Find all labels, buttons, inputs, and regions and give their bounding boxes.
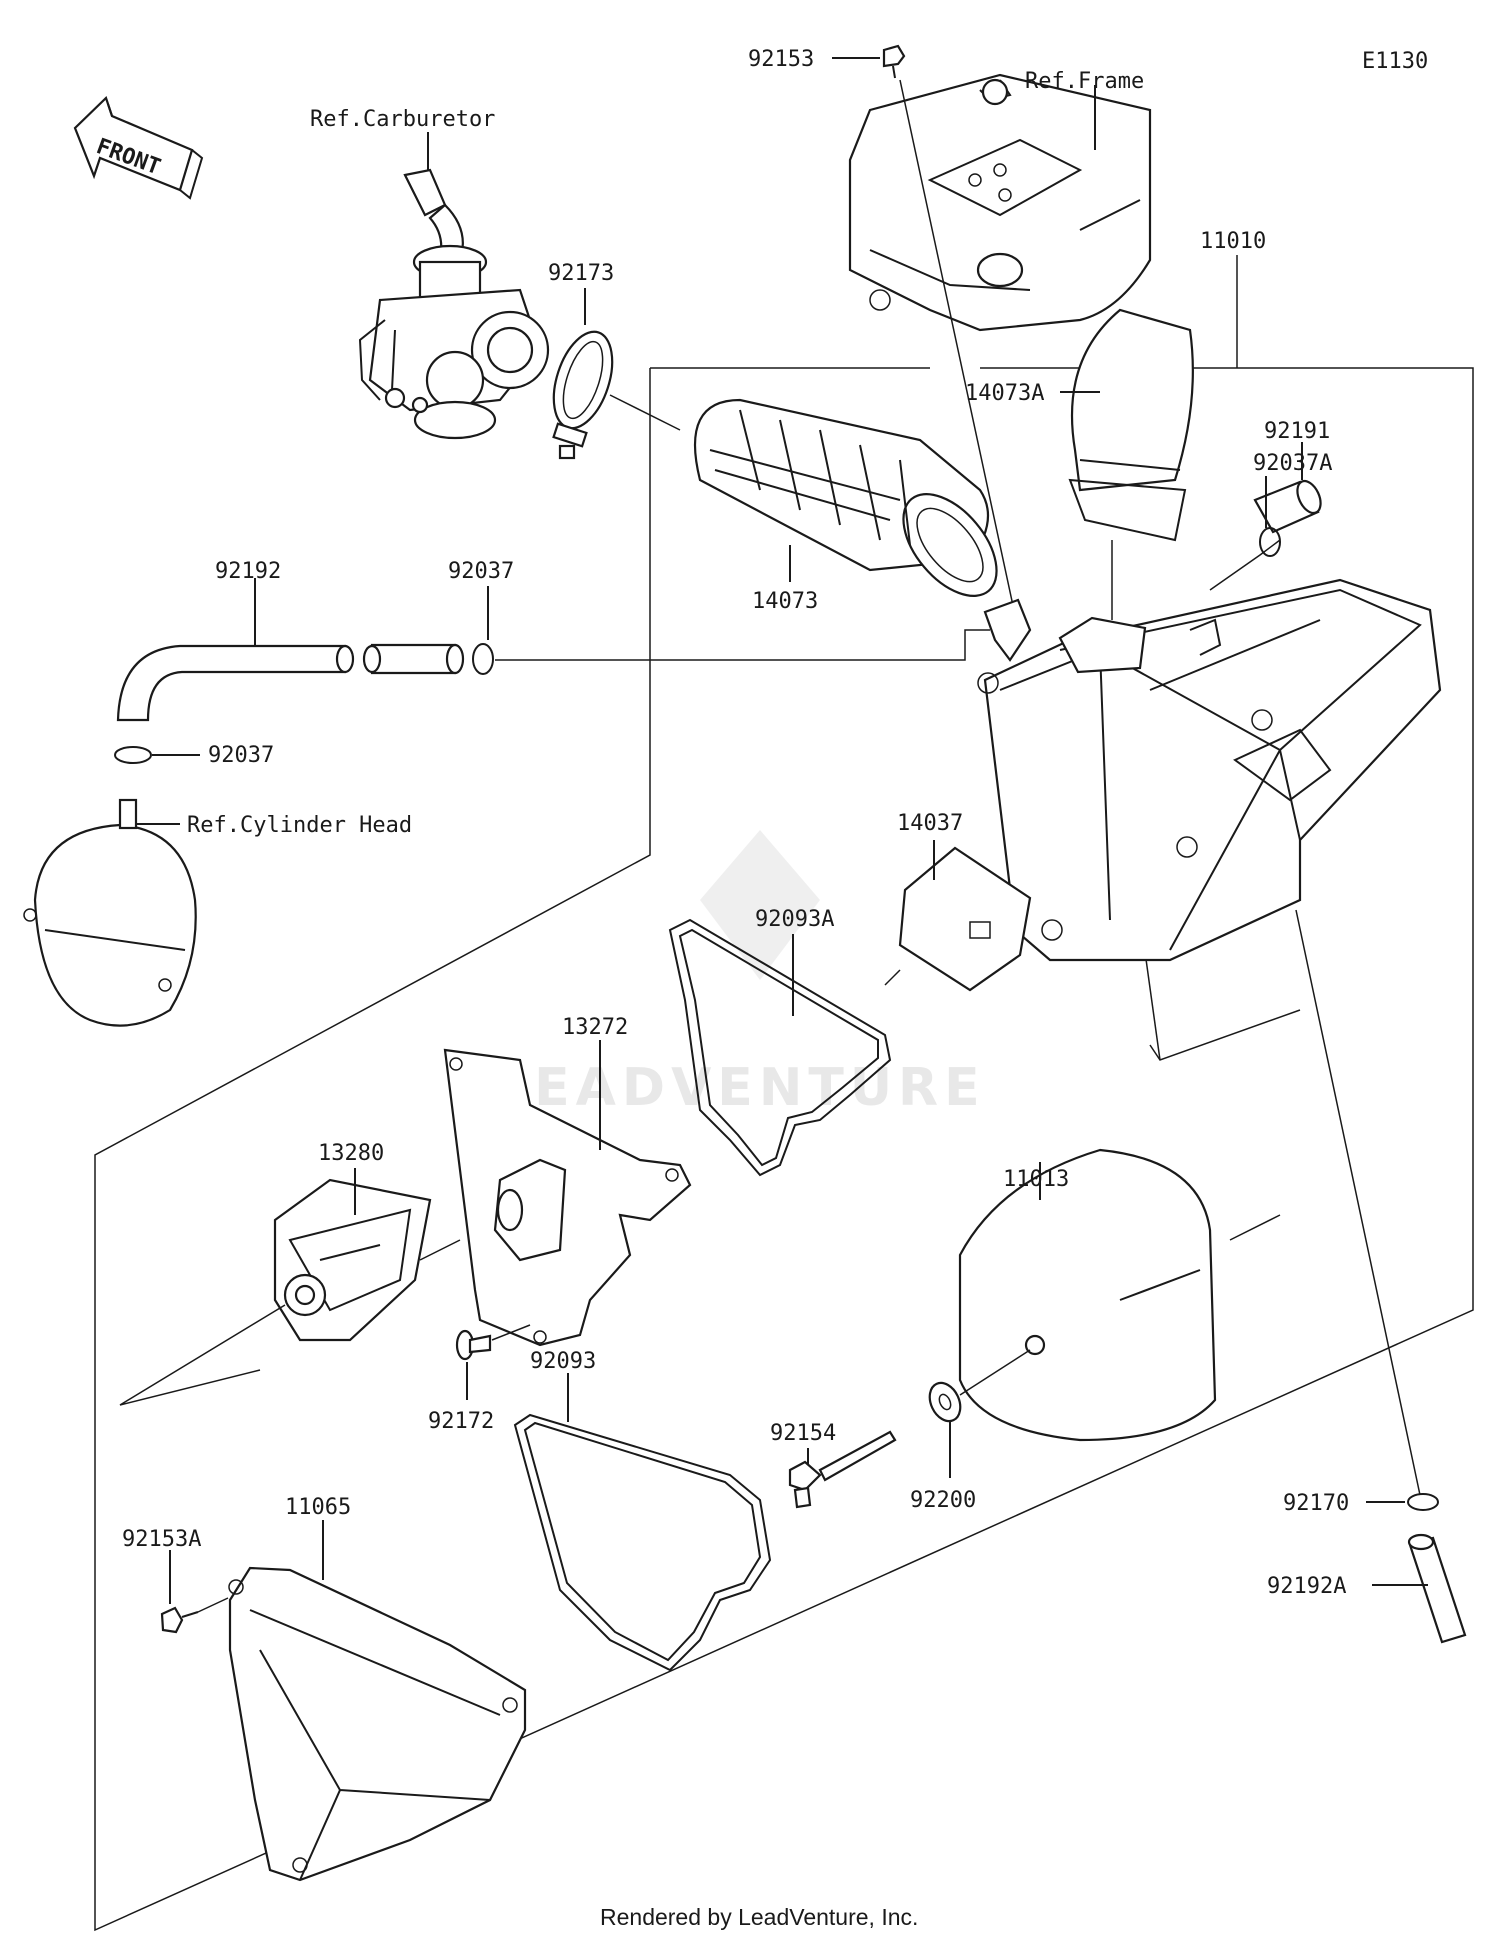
assembly-outline (94, 255, 1474, 1932)
holder-13272 (443, 1048, 692, 1347)
label-92173: 92173 (548, 261, 614, 286)
watermark: LEADVENTURE (495, 830, 986, 1118)
ref-cylinder-head-label: Ref.Cylinder Head (187, 813, 412, 838)
frame-part (848, 73, 1152, 332)
axis-13280 (119, 1304, 286, 1406)
label-14037: 14037 (897, 811, 963, 836)
label-92172: 92172 (428, 1409, 494, 1434)
bolt-92153A (160, 1606, 199, 1634)
label-92192A: 92192A (1267, 1574, 1346, 1599)
gasket-92093 (513, 1413, 772, 1672)
footer-credit: Rendered by LeadVenture, Inc. (600, 1904, 918, 1930)
label-92191: 92191 (1264, 419, 1330, 444)
cylinder-head-part (23, 798, 197, 1027)
ref-carburetor-label: Ref.Carburetor (310, 107, 495, 132)
label-13272: 13272 (562, 1015, 628, 1040)
label-14073: 14073 (752, 589, 818, 614)
clip-92037-top (472, 643, 494, 675)
element-holder-13280 (273, 1178, 432, 1342)
cover-11065 (228, 1566, 527, 1882)
diagram-code: E1130 (1362, 49, 1428, 74)
bolt-92154 (788, 1430, 897, 1509)
label-92037-top: 92037 (448, 559, 514, 584)
air-cleaner-case-11010 (977, 578, 1442, 962)
axis-92037-top (495, 629, 990, 661)
label-11065: 11065 (285, 1495, 351, 1520)
duct-14073A (1068, 308, 1194, 542)
label-92154: 92154 (770, 1421, 836, 1446)
clip-92037A (1259, 527, 1281, 557)
label-92037-bottom: 92037 (208, 743, 274, 768)
carburetor-part (358, 168, 550, 440)
washer-92200 (928, 1381, 962, 1423)
screw-92172 (455, 1329, 492, 1361)
label-92153: 92153 (748, 47, 814, 72)
axis-92153 (899, 79, 1016, 616)
axis-92200 (959, 1349, 1031, 1396)
clip-92037-bottom (114, 746, 152, 764)
hose-92192 (116, 643, 465, 722)
label-92093: 92093 (530, 1349, 596, 1374)
watermark-text: LEADVENTURE (495, 1058, 986, 1118)
bolt-92153 (882, 44, 906, 79)
axis-92037A (1209, 539, 1281, 591)
ref-frame-label: Ref.Frame (1025, 69, 1144, 94)
cap-92191 (1253, 479, 1322, 534)
label-92200: 92200 (910, 1488, 976, 1513)
gasket-92093A (668, 918, 892, 1177)
label-92037A: 92037A (1253, 451, 1332, 476)
label-92192: 92192 (215, 559, 281, 584)
axis-11013 (1229, 1214, 1281, 1241)
front-arrow: FRONT (73, 95, 204, 200)
tube-92192A (1407, 1533, 1467, 1644)
clip-92170 (1407, 1493, 1439, 1511)
filter-element-11013 (958, 1148, 1217, 1442)
axis-92173 (609, 394, 681, 431)
axis-92153A (197, 1597, 229, 1613)
label-92093A: 92093A (755, 907, 834, 932)
intake-duct-14073 (693, 398, 998, 597)
label-13280: 13280 (318, 1141, 384, 1166)
axis-92172 (491, 1324, 531, 1341)
axis-13272 (419, 1239, 461, 1261)
label-11010: 11010 (1200, 229, 1266, 254)
label-92153A: 92153A (122, 1527, 201, 1552)
clamp-92173 (552, 330, 614, 460)
label-92170: 92170 (1283, 1491, 1349, 1516)
label-11013: 11013 (1003, 1167, 1069, 1192)
plate-14037 (898, 846, 1032, 992)
label-14073A: 14073A (965, 381, 1044, 406)
axis-14037 (884, 969, 901, 986)
axis-92170 (1295, 909, 1421, 1496)
